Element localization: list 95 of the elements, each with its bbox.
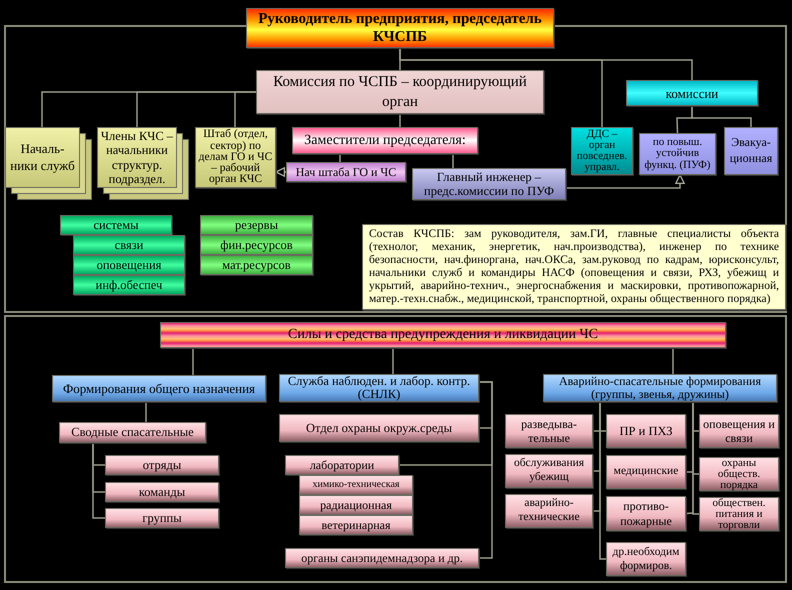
box-label: Главный инженер – предс.комиссии по ПУФ: [423, 170, 555, 198]
arrow: [275, 167, 286, 177]
box-label: противо-пожарные: [619, 499, 673, 528]
process-box: [699, 457, 779, 491]
process-box: [279, 414, 479, 442]
box-label: разведыва-тельные: [520, 416, 578, 446]
box-label: Формирования общего назначения: [62, 382, 256, 395]
process-box: [505, 454, 593, 488]
box-label: группы: [141, 512, 183, 524]
process-box: [299, 515, 413, 535]
process-box: [59, 422, 206, 443]
box-label: Состав КЧСПБ: зам руководителя, зам.ГИ, главные специалисты объекта (технолог, механик, энергетик, нач.производства), инженер по технике безопасности, нач.финоргана, нач.ОКСа, зам.руковод по кадрам, юрисконсульт, начальники служб и командиры НАСФ (оповещения и связи, РХЗ, убежищ и укрытий, аварийно-технич., энергоснабжения и маскировки, противопожарной, матер.-техн.снабж., медицинской, транспортной, охраны общественного порядка): [369, 228, 779, 306]
process-box: [606, 455, 686, 489]
box-label: Члены КЧС – начальники структур. подраздел.: [100, 128, 174, 186]
box-label: Отдел охраны окруж.среды: [305, 422, 453, 434]
box-label: органы санэпидемнадзора и др.: [300, 552, 464, 564]
process-box: [299, 495, 413, 515]
box-label: Началь-ники служб: [9, 141, 76, 174]
box-label: медицинские: [612, 466, 680, 478]
process-box: [699, 497, 779, 531]
box-label: лаборатории: [308, 459, 376, 471]
box-label: радиационная: [319, 499, 393, 511]
box-label: химико-техническая: [312, 480, 400, 490]
section-band: [160, 322, 726, 348]
connector-line: [399, 114, 401, 127]
connector-line: [692, 402, 699, 515]
process-box: [505, 494, 593, 528]
box-label: Штаб (отдел, сектор) по делам ГО и ЧС – рабочий орган КЧС: [198, 129, 273, 186]
connector-line: [599, 402, 606, 560]
process-box: [256, 70, 544, 114]
list-box: [200, 255, 313, 275]
list-box: [60, 215, 172, 235]
box-label: обслуживания убежищ: [512, 457, 586, 485]
box-label: фин.ресурсов: [219, 238, 294, 252]
list-box: [73, 255, 185, 275]
process-box: [724, 127, 778, 175]
box-label: Заместители председателя:: [303, 134, 467, 148]
box-label: охраны обществ. порядка: [716, 458, 762, 490]
category-box: [52, 375, 266, 402]
box-label: комиссии: [664, 86, 720, 100]
process-box: [105, 482, 219, 502]
box-label: оповещения: [96, 258, 162, 272]
box-label: аварийно-технические: [517, 497, 581, 525]
box-label: мат.ресурсов: [221, 258, 292, 272]
process-box: [285, 548, 479, 568]
box-label: Силы и средства предупреждения и ликвидации ЧС: [287, 328, 599, 342]
connector-line: [672, 348, 674, 374]
box-label: Эвакуа-ционная: [728, 135, 774, 167]
box-label: Служба наблюден. и лабор. контр. (СНЛК): [286, 374, 472, 402]
box-label: резервы: [234, 218, 279, 232]
box-label: Аварийно-спасательные формирования (группы, звенья, дружины): [558, 375, 762, 401]
box-label: др.необходим формиров.: [612, 544, 680, 574]
box-label: Комиссия по ЧСПБ – координирующий орган: [272, 72, 528, 112]
process-box: [292, 127, 478, 154]
box-label: Нач штаба ГО и ЧС: [294, 166, 398, 178]
header-box: [246, 8, 554, 48]
list-box: [200, 215, 313, 235]
process-box: [299, 475, 413, 495]
box-label: Сводные спасательные: [70, 426, 195, 439]
connector-line: [192, 348, 194, 375]
process-box: [606, 414, 686, 448]
category-box: [543, 374, 777, 402]
list-box: [200, 235, 313, 255]
box-label: обществен. питания и торговли: [711, 498, 767, 530]
box-label: ПР и ПХЗ: [618, 424, 674, 438]
process-box: [105, 508, 219, 528]
box-label: инф.обеспеч: [94, 278, 164, 292]
process-box: [606, 496, 686, 531]
list-box: [73, 235, 185, 255]
process-box: [606, 542, 686, 576]
connector-line: [452, 154, 454, 168]
box-label: ДДС – орган повседнев. управл.: [576, 129, 628, 173]
connector-line: [399, 48, 693, 80]
process-box: [105, 455, 219, 475]
box-label: системы: [92, 218, 140, 232]
box-label: команды: [138, 486, 186, 498]
connector-line: [479, 381, 493, 559]
connector-line: [691, 106, 752, 127]
connector-line: [92, 443, 105, 519]
arrow: [566, 174, 685, 189]
box-label: Руководитель предприятия, председатель КЧСПБ: [257, 10, 543, 46]
process-box: [286, 162, 406, 182]
connector-line: [145, 402, 147, 422]
process-box: [505, 414, 593, 448]
connector-line: [392, 348, 394, 374]
process-box: [412, 168, 566, 200]
box-label: ветеринарная: [320, 519, 392, 531]
list-box: [73, 275, 185, 295]
box-label: оповещения и связи: [702, 416, 776, 446]
box-label: отряды: [142, 458, 182, 472]
box-label: связи: [114, 238, 144, 252]
connector-line: [234, 91, 256, 127]
process-box: [626, 80, 758, 106]
process-box: [285, 455, 399, 475]
box-label: по повыш. устойчив функц. (ПУФ): [644, 136, 712, 172]
